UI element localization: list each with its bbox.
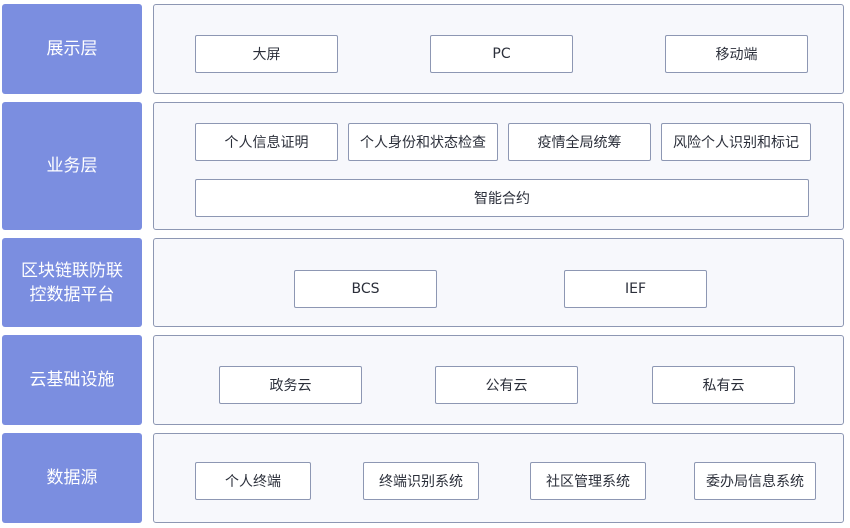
layer-label-data-source: 数据源 bbox=[2, 433, 142, 523]
item-bureau-information-system: 委办局信息系统 bbox=[694, 462, 816, 500]
item-ief: IEF bbox=[564, 270, 707, 308]
layer-label-cloud-infrastructure: 云基础设施 bbox=[2, 335, 142, 425]
layer-panel-business: 个人信息证明 个人身份和状态检查 疫情全局统筹 风险个人识别和标记 智能合约 bbox=[153, 102, 844, 230]
layer-label-text: 区块链联防联 控数据平台 bbox=[21, 260, 123, 305]
item-community-management-system: 社区管理系统 bbox=[530, 462, 646, 500]
item-pc: PC bbox=[430, 35, 573, 73]
layer-label-text: 展示层 bbox=[46, 39, 98, 59]
layer-panel-presentation: 大屏 PC 移动端 bbox=[153, 4, 844, 94]
item-epidemic-coordination: 疫情全局统筹 bbox=[508, 123, 651, 161]
layer-label-text: 业务层 bbox=[46, 156, 98, 176]
layer-panel-cloud-infrastructure: 政务云 公有云 私有云 bbox=[153, 335, 844, 425]
item-risk-identification: 风险个人识别和标记 bbox=[661, 123, 811, 161]
layer-label-blockchain-platform: 区块链联防联 控数据平台 bbox=[2, 238, 142, 327]
item-personal-info-proof: 个人信息证明 bbox=[195, 123, 338, 161]
item-smart-contract: 智能合约 bbox=[195, 179, 809, 217]
layer-label-text: 云基础设施 bbox=[29, 370, 115, 390]
item-terminal-identification-system: 终端识别系统 bbox=[363, 462, 479, 500]
layer-panel-blockchain-platform: BCS IEF bbox=[153, 238, 844, 327]
item-government-cloud: 政务云 bbox=[219, 366, 362, 404]
item-big-screen: 大屏 bbox=[195, 35, 338, 73]
layer-label-business: 业务层 bbox=[2, 102, 142, 230]
layer-label-presentation: 展示层 bbox=[2, 4, 142, 94]
item-mobile: 移动端 bbox=[665, 35, 808, 73]
item-identity-status-check: 个人身份和状态检查 bbox=[348, 123, 498, 161]
layer-label-text: 数据源 bbox=[46, 468, 98, 488]
item-bcs: BCS bbox=[294, 270, 437, 308]
item-public-cloud: 公有云 bbox=[435, 366, 578, 404]
layer-panel-data-source: 个人终端 终端识别系统 社区管理系统 委办局信息系统 bbox=[153, 433, 844, 523]
item-private-cloud: 私有云 bbox=[652, 366, 795, 404]
item-personal-terminal: 个人终端 bbox=[195, 462, 311, 500]
